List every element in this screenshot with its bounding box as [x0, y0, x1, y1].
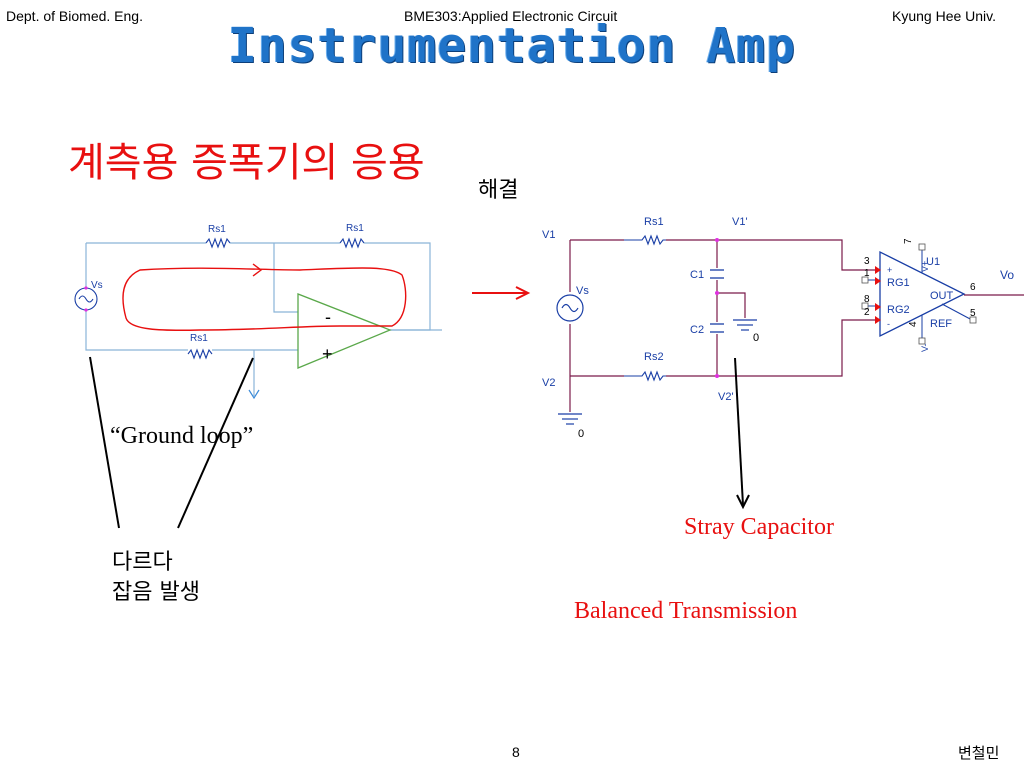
pointer-line-left [89, 356, 120, 529]
pointer-line-right [177, 357, 254, 529]
left-resistor-top2 [339, 237, 365, 249]
left-feedback-wire [273, 243, 298, 313]
left-source-label: Vs [91, 280, 103, 291]
right-v2p-label: V2' [718, 391, 734, 403]
right-node-v2p [715, 374, 719, 378]
right-rs1-label: Rs1 [644, 216, 664, 228]
ground-loop-label: “Ground loop” [110, 423, 254, 449]
left-source-node-bottom [84, 308, 88, 312]
left-source-wave [78, 295, 94, 303]
right-v1p-label: V1' [732, 216, 748, 228]
right-circuit-wires [569, 239, 1024, 412]
right-ground-left-icon [558, 413, 582, 425]
inamp-pin-7: 7 [903, 238, 914, 244]
inamp-vplus-terminal [918, 243, 926, 251]
right-source-label: Vs [576, 285, 589, 297]
inamp-pin-ref [941, 303, 973, 321]
inamp-pin-3: 3 [864, 256, 870, 267]
right-c2-label: C2 [690, 324, 704, 336]
inamp-vminus-label: V- [920, 343, 930, 352]
page-number: 8 [512, 744, 520, 760]
inamp-plus-sign: + [887, 265, 892, 275]
author-name: 변철민 [958, 744, 1000, 762]
left-rs1-bottom-label: Rs1 [190, 333, 208, 344]
left-resistor-bottom [187, 348, 213, 360]
inamp-rg2-terminal [861, 302, 869, 310]
slide-subtitle: 계측용 증폭기의 응용 [68, 140, 425, 186]
right-bottom-wire-2 [666, 319, 878, 377]
inamp-vplus-label: V+ [920, 261, 930, 272]
inamp-rg2-arrow [875, 303, 881, 311]
left-vertical-wire-2 [85, 310, 188, 351]
right-v1-label: V1 [542, 229, 555, 241]
inamp-rg1-terminal [861, 276, 869, 284]
inamp-ref-terminal [969, 316, 977, 324]
note-line-2: 잡음 발생 [112, 580, 200, 605]
header-dept: Dept. of Biomed. Eng. [6, 8, 143, 24]
right-cap-ground-wire [717, 292, 746, 318]
solution-label: 해결 [478, 178, 519, 203]
right-node-v1p [715, 238, 719, 242]
inamp-pin-2: 2 [864, 307, 870, 318]
stray-capacitor-arrowhead [736, 494, 750, 510]
stray-capacitor-label: Stray Capacitor [684, 514, 834, 540]
left-resistor-top1 [205, 237, 231, 249]
right-c1-label: C1 [690, 269, 704, 281]
right-ground-cap-icon [733, 319, 757, 331]
inamp-input-arrow-plus [875, 266, 881, 274]
left-opamp-triangle [297, 293, 392, 369]
inamp-pin-6: 6 [970, 282, 976, 293]
inamp-input-arrow-minus [875, 316, 881, 324]
left-rs1-top2-label: Rs1 [346, 223, 364, 234]
inamp-pin-1: 1 [864, 268, 870, 279]
balanced-transmission-label: Balanced Transmission [574, 598, 798, 624]
right-v2-label: V2 [542, 377, 555, 389]
right-source-wave [561, 303, 579, 313]
right-resistor-rs1 [624, 234, 666, 246]
right-node-mid [715, 291, 719, 295]
inamp-pin-5: 5 [970, 308, 976, 319]
right-source-icon [556, 294, 584, 322]
inamp-out-label: OUT [930, 290, 954, 302]
note-line-1: 다르다 [112, 550, 173, 575]
inamp-u1-label: U1 [926, 256, 940, 268]
right-ground-cap-label: 0 [753, 332, 759, 344]
right-resistor-rs2 [624, 370, 666, 382]
ground-loop-path [122, 267, 407, 331]
stray-capacitor-arrow-line [734, 357, 744, 506]
inamp-rg1-label: RG1 [887, 277, 910, 289]
left-ground-arrow [248, 389, 260, 400]
left-top-wire-3 [364, 242, 431, 331]
left-opamp-minus: - [325, 307, 331, 327]
solution-arrowhead [515, 286, 531, 300]
left-rs1-top1-label: Rs1 [208, 224, 226, 235]
ground-loop-arrowhead [252, 263, 263, 277]
right-rs2-label: Rs2 [644, 351, 664, 363]
header-course: BME303:Applied Electronic Circuit [404, 8, 618, 24]
inamp-rg2-label: RG2 [887, 304, 910, 316]
inamp-vo-label: Vo [1000, 268, 1014, 282]
left-circuit [85, 242, 442, 396]
left-source-node-top [84, 286, 88, 290]
inamp-rg1-arrow [875, 277, 881, 285]
header-university: Kyung Hee Univ. [892, 8, 997, 24]
right-top-wire-2 [666, 239, 878, 271]
inamp-vminus-terminal [918, 337, 926, 345]
inamp-minus-sign: - [887, 319, 890, 329]
right-ground-left-label: 0 [578, 428, 584, 440]
inamp-pin-4: 4 [908, 321, 919, 327]
inamp-ref-label: REF [930, 318, 952, 330]
slide-title: Instrumentation Amp [227, 18, 797, 74]
inamp-pin-8: 8 [864, 294, 870, 305]
left-opamp-plus: + [322, 344, 333, 364]
